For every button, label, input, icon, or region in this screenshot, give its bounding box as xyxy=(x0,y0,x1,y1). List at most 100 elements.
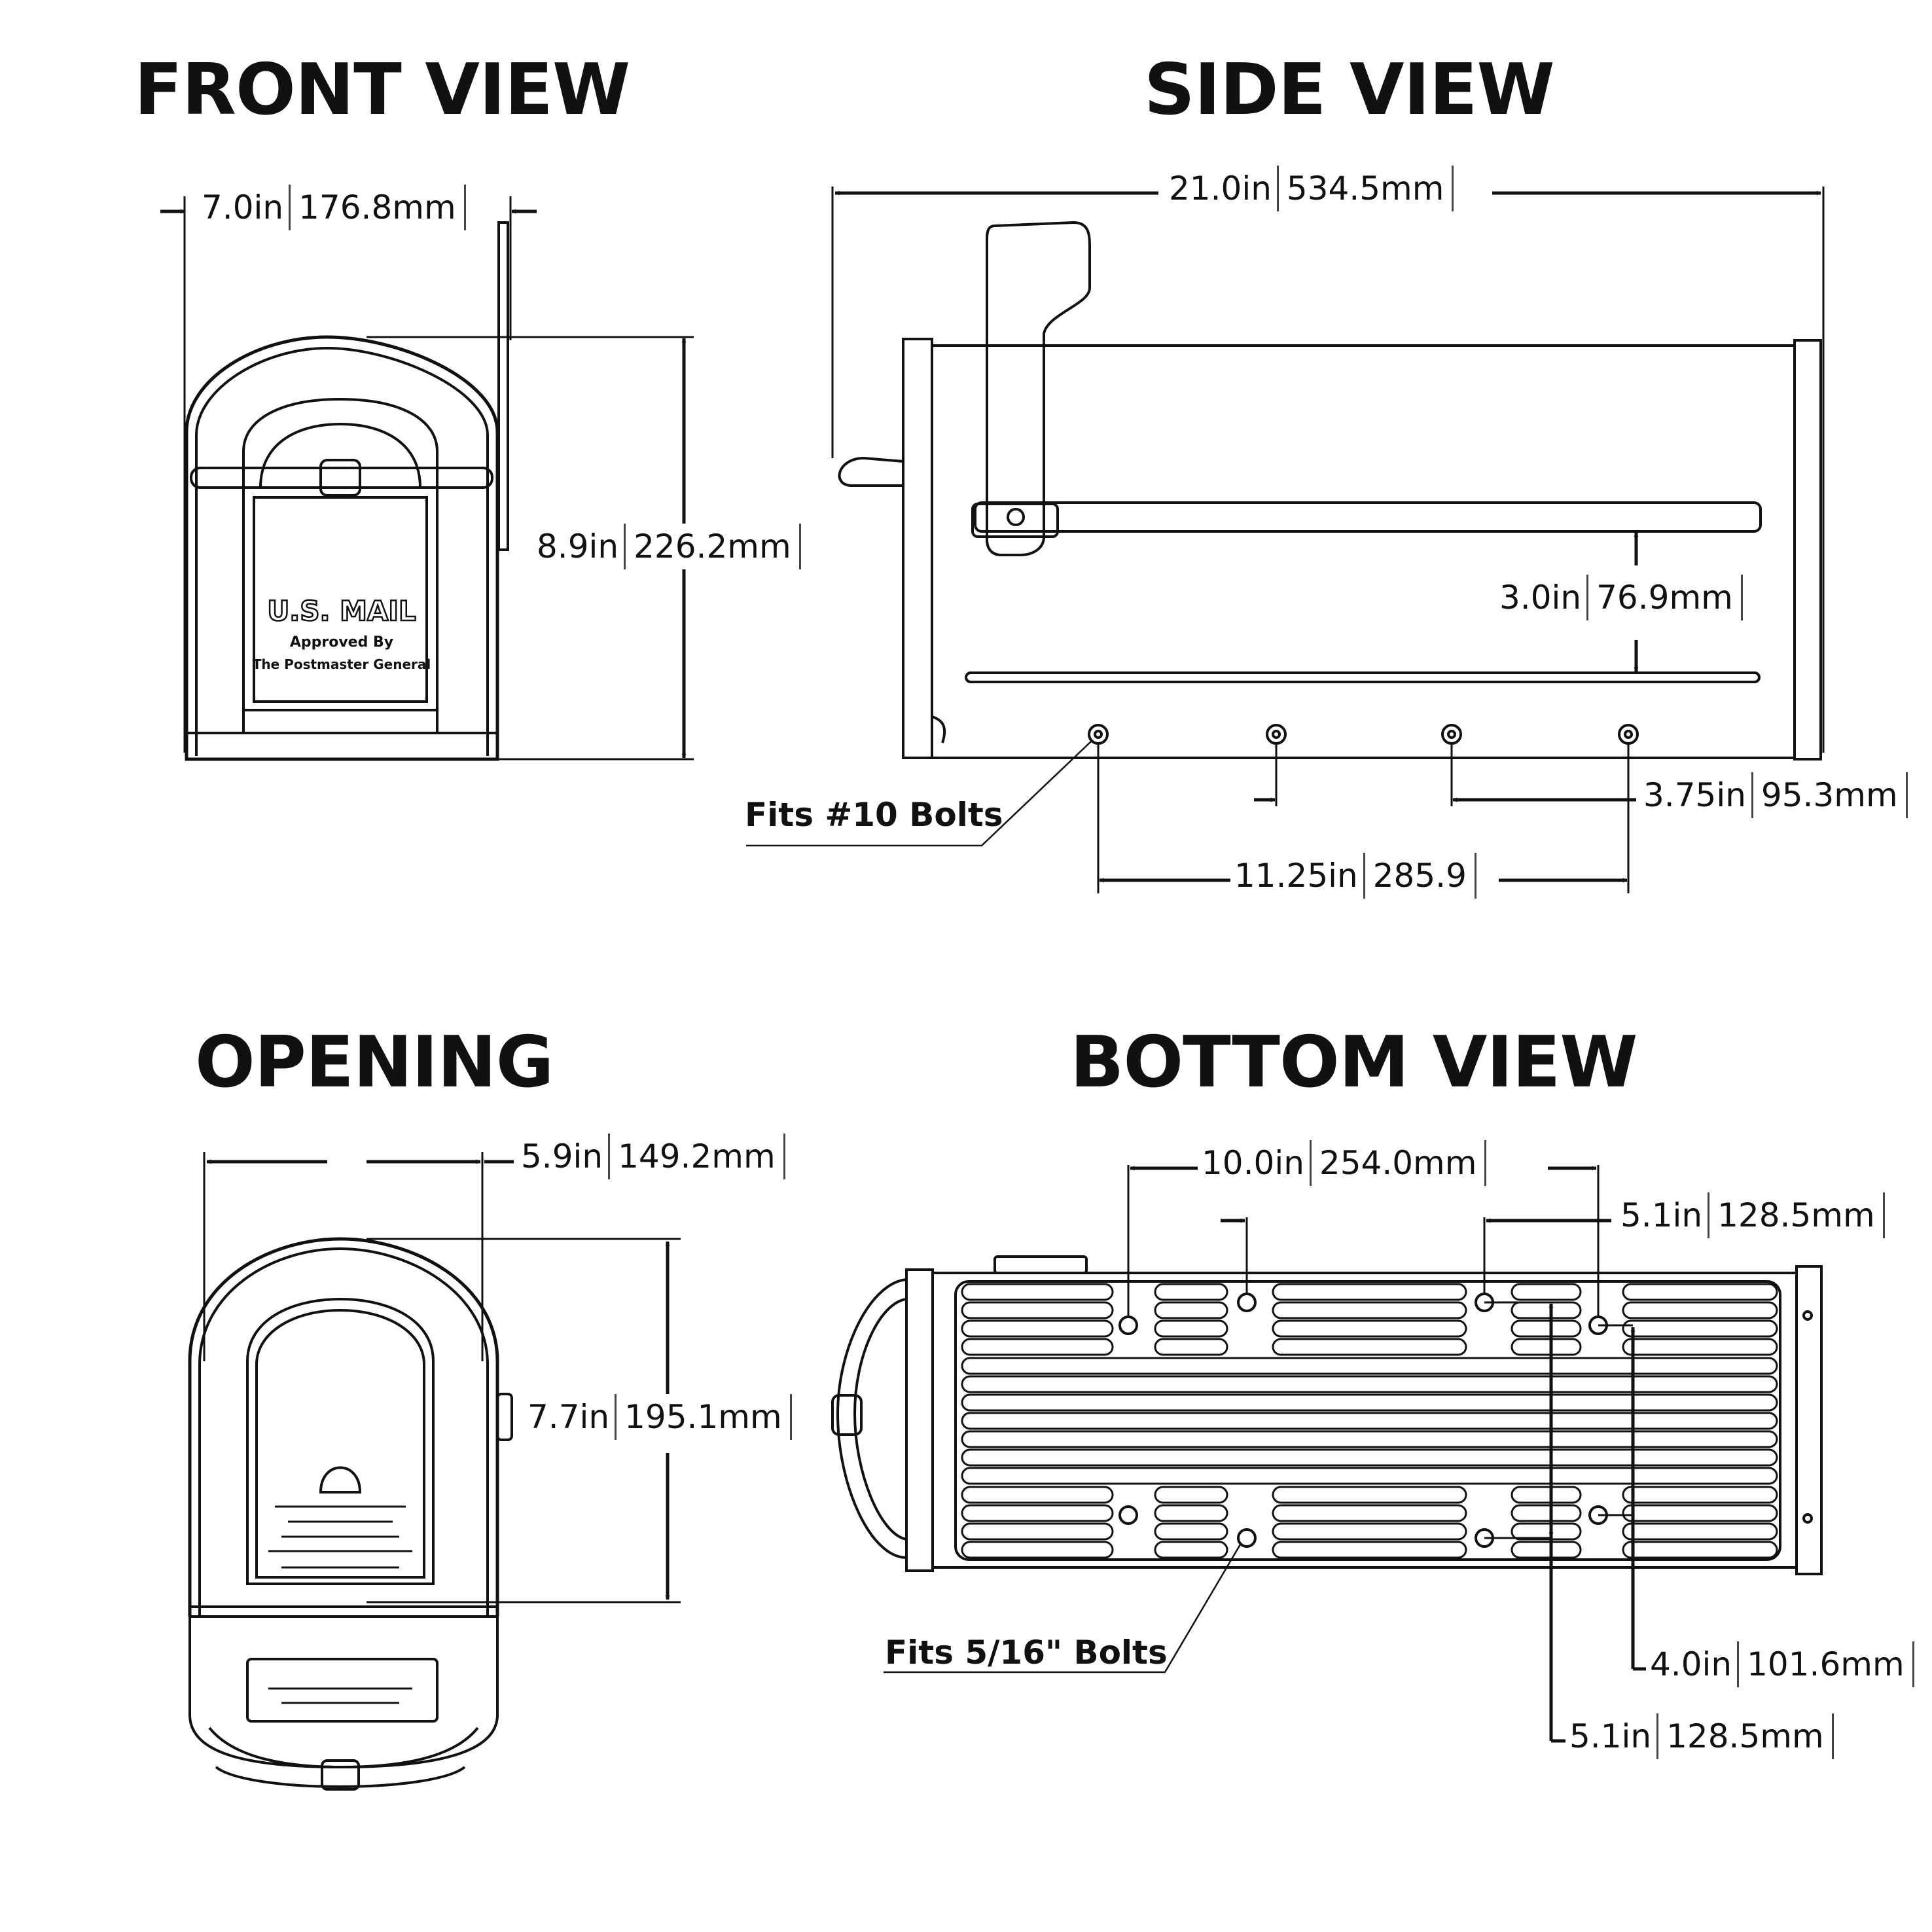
bottom-rib xyxy=(1622,1319,1778,1338)
bottom-rib xyxy=(961,1375,1778,1393)
bottom-rib xyxy=(1622,1338,1778,1356)
side-bolts-note: Fits #10 Bolts xyxy=(745,796,1003,834)
bottom-rib xyxy=(961,1522,1114,1541)
front-height-in: 8.9in xyxy=(537,528,619,565)
bottom-rib xyxy=(1622,1522,1778,1541)
side-outer-holes-mm: 285.9 xyxy=(1363,853,1476,899)
bottom-dimension-lines xyxy=(1130,1166,1653,1743)
bottom-rib xyxy=(1511,1301,1582,1319)
bottom-rib xyxy=(961,1338,1114,1356)
bottom-rib xyxy=(1154,1338,1228,1356)
side-outer-holes-in: 11.25in xyxy=(1234,857,1358,895)
bottom-rib xyxy=(961,1393,1778,1412)
bottom-rib xyxy=(1622,1541,1778,1559)
bottom-rib xyxy=(1511,1283,1582,1301)
bottom-bolts-leader xyxy=(884,1544,1242,1673)
bottom-rib xyxy=(1154,1301,1228,1319)
bottom-short-spacing-mm: 128.5mm xyxy=(1708,1192,1885,1238)
bottom-view-drawing xyxy=(831,1165,1823,1575)
bottom-rib xyxy=(1154,1283,1228,1301)
front-width-in: 7.0in xyxy=(202,188,284,226)
bottom-bolt-holes xyxy=(1118,1293,1608,1548)
bottom-rib xyxy=(961,1357,1778,1375)
bottom-rib xyxy=(1622,1283,1778,1301)
side-view-title: SIDE VIEW xyxy=(1144,49,1555,131)
bottom-rib xyxy=(961,1448,1778,1467)
bottom-rib xyxy=(961,1486,1114,1504)
bottom-ribs xyxy=(961,1283,1778,1559)
opening-title: OPENING xyxy=(195,1022,554,1103)
front-height-mm: 226.2mm xyxy=(624,524,801,569)
side-length-mm: 534.5mm xyxy=(1276,166,1454,211)
bottom-rib xyxy=(1272,1283,1467,1301)
bottom-inner-width-in: 4.0in xyxy=(1650,1645,1732,1683)
bottom-rib xyxy=(1511,1504,1582,1522)
bottom-rib xyxy=(961,1430,1778,1448)
bottom-rib xyxy=(961,1541,1114,1559)
bottom-inner-width-mm: 101.6mm xyxy=(1737,1641,1914,1687)
front-dimension-lines xyxy=(160,209,687,759)
opening-plate-marks xyxy=(268,1505,412,1704)
bottom-short-spacing-in: 5.1in xyxy=(1620,1196,1703,1234)
bottom-rib xyxy=(1154,1486,1228,1504)
front-view-title: FRONT VIEW xyxy=(134,49,630,131)
bottom-hole-ext-lines xyxy=(1484,1301,1633,1539)
side-dimension-lines xyxy=(834,190,1821,883)
opening-view-drawing xyxy=(188,1152,681,1791)
bottom-long-spacing-in: 10.0in xyxy=(1202,1144,1304,1182)
bottom-rib xyxy=(1511,1319,1582,1338)
side-hole-spacing-mm: 95.3mm xyxy=(1751,772,1908,818)
bottom-rib xyxy=(1272,1504,1467,1522)
side-flag-gap-in: 3.0in xyxy=(1499,579,1582,617)
bottom-long-spacing-mm: 254.0mm xyxy=(1309,1140,1487,1186)
bottom-rib xyxy=(1511,1338,1582,1356)
side-view-drawing xyxy=(746,187,1825,893)
bottom-rib xyxy=(1511,1522,1582,1541)
side-flag-gap-mm: 76.9mm xyxy=(1586,575,1743,620)
opening-dimension-lines xyxy=(206,1159,670,1600)
bottom-rib xyxy=(1511,1541,1582,1559)
bottom-rib xyxy=(1622,1504,1778,1522)
bottom-rib xyxy=(1272,1319,1467,1338)
opening-height-in: 7.7in xyxy=(528,1398,610,1436)
opening-width-mm: 149.2mm xyxy=(608,1134,785,1179)
plate-line2: Approved By xyxy=(290,634,393,651)
bottom-outer-width-in: 5.1in xyxy=(1569,1717,1652,1755)
bottom-rib xyxy=(961,1504,1114,1522)
bottom-rib xyxy=(1272,1522,1467,1541)
bottom-rib xyxy=(1272,1338,1467,1356)
bottom-rib xyxy=(1622,1301,1778,1319)
bottom-view-title: BOTTOM VIEW xyxy=(1070,1022,1637,1103)
bottom-rib xyxy=(1511,1486,1582,1504)
side-hole-spacing-in: 3.75in xyxy=(1643,776,1746,814)
front-width-mm: 176.8mm xyxy=(289,185,466,230)
bottom-rib xyxy=(1154,1541,1228,1559)
bottom-rib xyxy=(961,1283,1114,1301)
bottom-rib xyxy=(1154,1522,1228,1541)
opening-width-in: 5.9in xyxy=(521,1137,603,1175)
front-view-drawing xyxy=(183,196,694,761)
bottom-rib xyxy=(1154,1319,1228,1338)
plate-line1: U.S. MAIL xyxy=(267,595,416,627)
plate-line3: The Postmaster General xyxy=(253,656,431,672)
bottom-rib xyxy=(961,1301,1114,1319)
bottom-rib xyxy=(1622,1486,1778,1504)
bottom-rib xyxy=(1272,1301,1467,1319)
bottom-rib xyxy=(961,1467,1778,1485)
bottom-bolts-note: Fits 5/16" Bolts xyxy=(885,1634,1168,1672)
bottom-rib xyxy=(1272,1486,1467,1504)
bottom-rib xyxy=(1272,1541,1467,1559)
bottom-rib xyxy=(961,1319,1114,1338)
